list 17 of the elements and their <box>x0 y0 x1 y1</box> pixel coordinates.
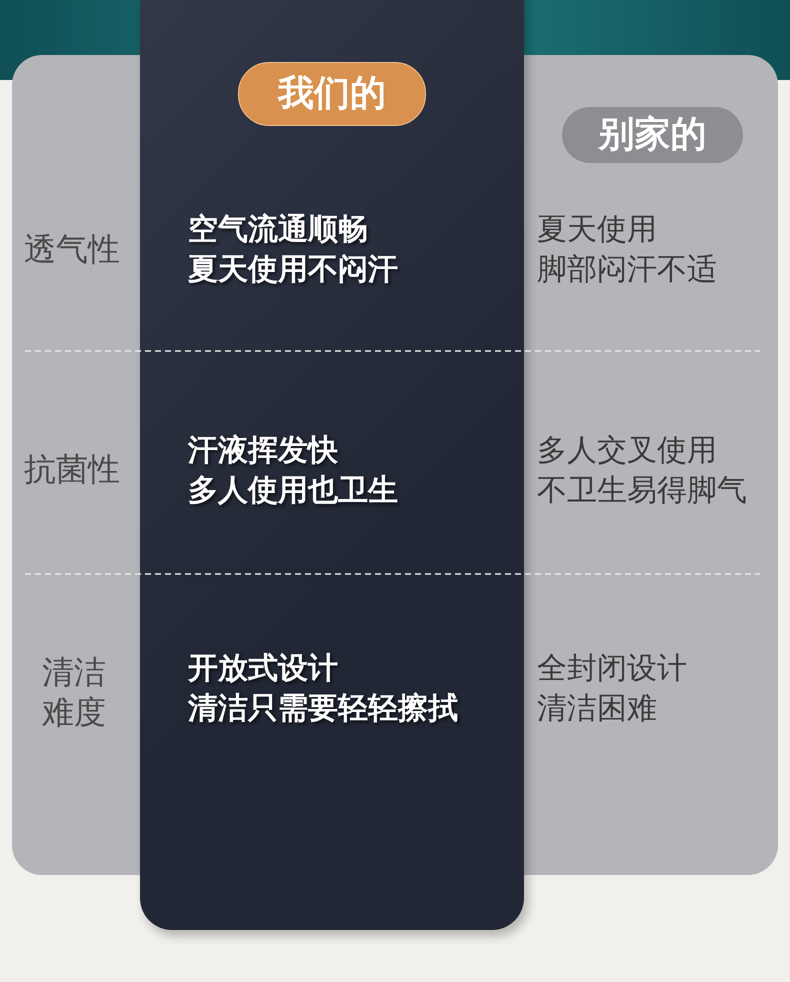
cell-text: 全封闭设计 <box>537 651 687 687</box>
cell-text: 多人使用也卫生 <box>188 473 398 509</box>
cell-text: 脚部闷汗不适 <box>537 252 717 288</box>
cell-text: 夏天使用不闷汗 <box>188 252 398 288</box>
cell-text: 清洁只需要轻轻擦拭 <box>188 691 458 727</box>
header-badge: 我们的 <box>238 62 426 126</box>
cell-text: 清洁困难 <box>537 691 657 727</box>
cell-text: 汗液挥发快 <box>188 433 338 469</box>
cell-text: 夏天使用 <box>537 212 657 248</box>
cell-text: 多人交叉使用 <box>537 433 717 469</box>
row-label: 抗菌性 <box>24 450 120 488</box>
row-label: 透气性 <box>24 230 120 268</box>
header-badge: 别家的 <box>562 107 743 163</box>
cell-text: 空气流通顺畅 <box>188 212 368 248</box>
cell-text: 不卫生易得脚气 <box>537 473 747 509</box>
row-label: 清洁难度 <box>42 652 107 732</box>
cell-text: 开放式设计 <box>188 651 338 687</box>
